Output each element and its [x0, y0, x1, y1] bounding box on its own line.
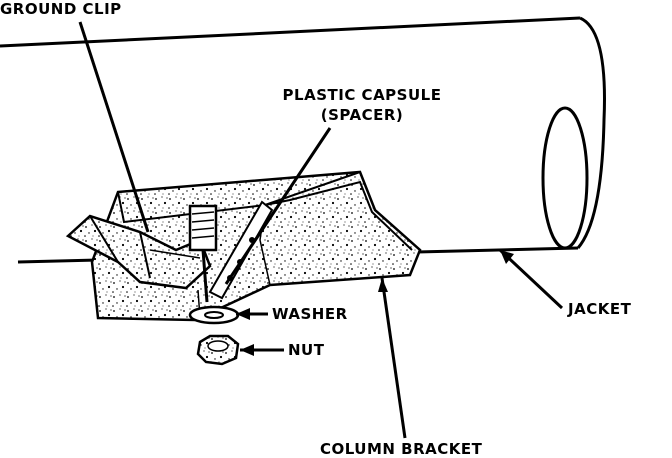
jacket-label: JACKET — [568, 300, 632, 318]
column-bracket-label: COLUMN BRACKET — [320, 440, 483, 458]
plastic-capsule-label: PLASTIC CAPSULE — [282, 86, 442, 104]
leader-ground-clip — [78, 21, 150, 233]
leader-jacket — [498, 248, 564, 310]
leader-plastic-capsule — [224, 127, 332, 285]
ground-clip-shape — [65, 214, 212, 290]
arrow-jacket — [500, 250, 514, 264]
spacer-label: (SPACER) — [320, 106, 404, 124]
nut-shape — [196, 334, 240, 366]
washer-label: WASHER — [272, 305, 348, 323]
arrow-column-bracket — [378, 278, 388, 292]
washer-shape — [188, 305, 240, 325]
arrowheads — [236, 250, 514, 356]
ground-clip-label: GROUND CLIP — [0, 0, 122, 18]
arrow-nut — [240, 344, 254, 356]
leader-column-bracket — [380, 277, 407, 439]
nut-label: NUT — [288, 341, 325, 359]
arrow-washer — [236, 308, 250, 320]
bolt-shape — [188, 204, 218, 303]
